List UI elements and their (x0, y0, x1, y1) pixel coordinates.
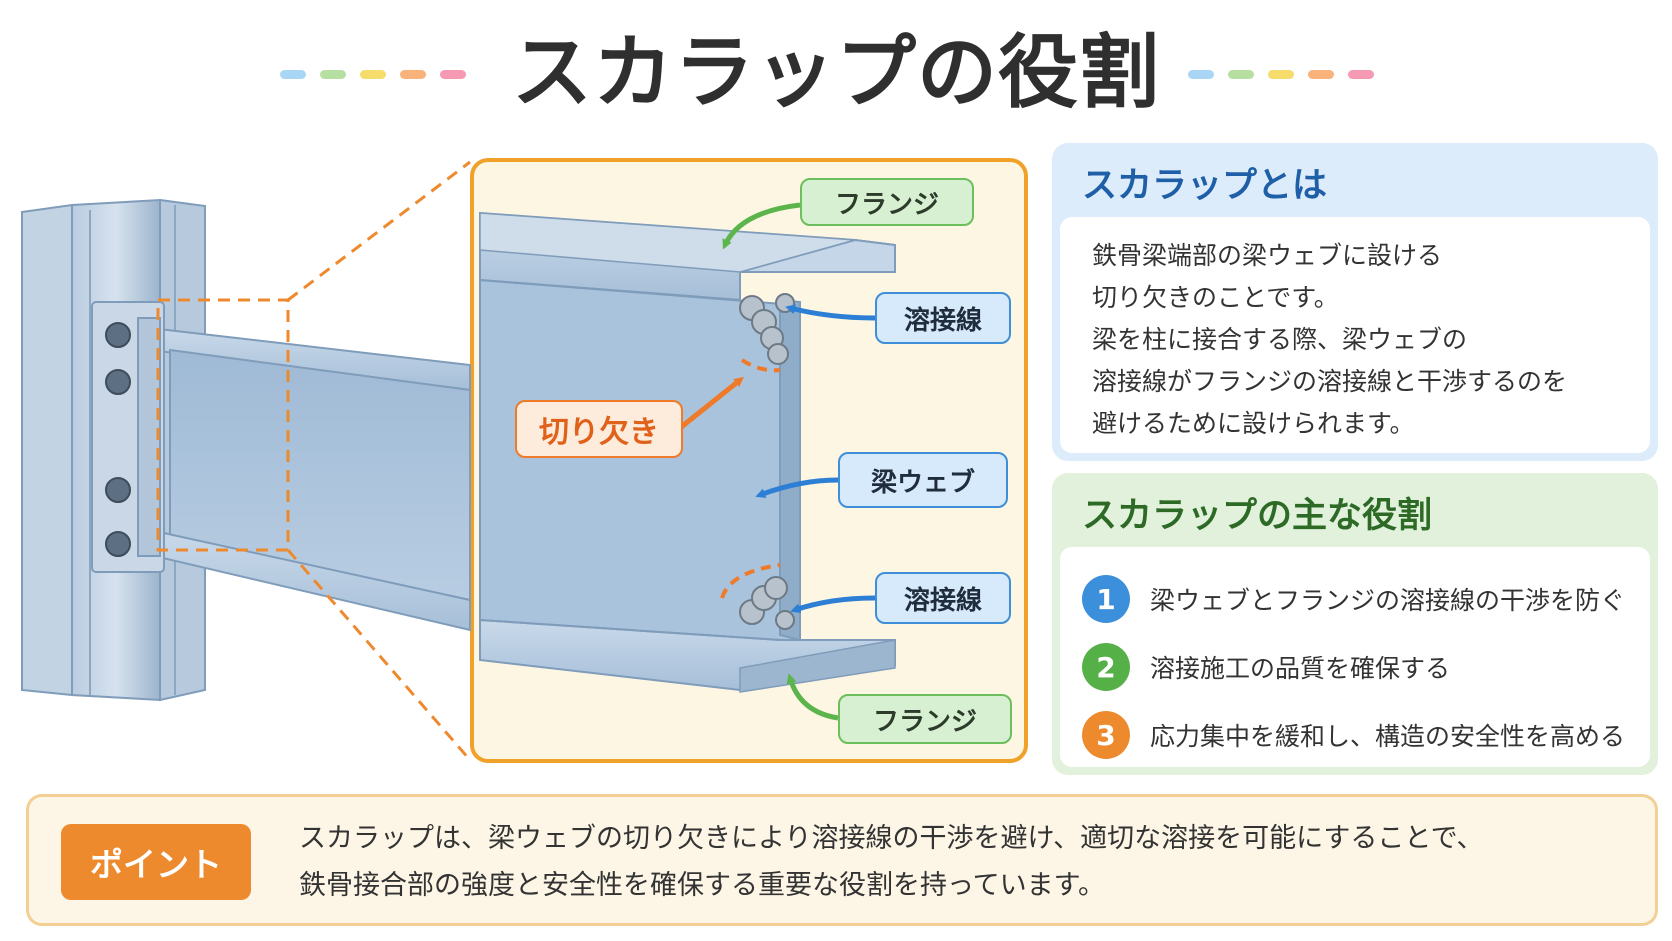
decor-dash (1228, 70, 1254, 79)
zoom-source-box (156, 298, 290, 552)
point-badge: ポイント (61, 824, 251, 900)
role-number-badge: 1 (1082, 575, 1130, 623)
decor-dash (440, 70, 466, 79)
arrow-flange-top (722, 202, 801, 250)
roles-body: 1 梁ウェブとフランジの溶接線の干渉を防ぐ 2 溶接施工の品質を確保する 3 応… (1060, 547, 1650, 767)
title-row: スカラップの役割 (0, 18, 1672, 128)
definition-line: 切り欠きのことです。 (1092, 283, 1339, 312)
end-plate (91, 301, 165, 573)
page-title: スカラップの役割 (512, 26, 1160, 119)
zoomed-beam-end (479, 211, 896, 693)
label-flange-bottom: フランジ (838, 694, 1012, 744)
decor-dash (1348, 70, 1374, 79)
steel-beam (149, 326, 471, 632)
decor-dash (320, 70, 346, 79)
definition-body: 鉄骨梁端部の梁ウェブに設ける 切り欠きのことです。 梁を柱に接合する際、梁ウェブ… (1060, 217, 1650, 453)
bolts (105, 322, 131, 557)
scallop-arc-top (740, 358, 781, 373)
weld-bead-bottom (739, 576, 795, 630)
label-flange-top: フランジ (800, 178, 974, 226)
label-cutout: 切り欠き (515, 400, 683, 458)
definition-line: 梁を柱に接合する際、梁ウェブの (1092, 325, 1468, 354)
role-item: 2 溶接施工の品質を確保する (1082, 633, 1630, 701)
arrow-beam-web (755, 477, 839, 498)
roles-heading: スカラップの主な役割 (1082, 496, 1433, 536)
scallop-arc-bottom (720, 563, 781, 599)
weld-bead-top (739, 293, 795, 365)
role-number-badge: 3 (1082, 711, 1130, 759)
point-line: スカラップは、梁ウェブの切り欠きにより溶接線の干渉を避け、適切な溶接を可能にする… (299, 823, 1484, 854)
label-beam-web: 梁ウェブ (838, 452, 1008, 508)
zoom-line-bottom (286, 549, 472, 761)
arrow-cutout (678, 376, 744, 430)
role-item: 3 応力集中を緩和し、構造の安全性を高める (1082, 701, 1630, 769)
role-text: 梁ウェブとフランジの溶接線の干渉を防ぐ (1150, 586, 1626, 615)
roles-card: スカラップの主な役割 1 梁ウェブとフランジの溶接線の干渉を防ぐ 2 溶接施工の… (1052, 473, 1658, 775)
definition-heading: スカラップとは (1082, 166, 1328, 206)
arrow-flange-bottom (786, 673, 839, 721)
role-text: 溶接施工の品質を確保する (1150, 654, 1451, 683)
decor-dash (1308, 70, 1334, 79)
title-decor-right (1188, 70, 1374, 79)
role-item: 1 梁ウェブとフランジの溶接線の干渉を防ぐ (1082, 565, 1630, 633)
label-weld-bottom: 溶接線 (875, 572, 1011, 624)
point-line: 鉄骨接合部の強度と安全性を確保する重要な役割を持っています。 (299, 870, 1105, 901)
decor-dash (1188, 70, 1214, 79)
decor-dash (360, 70, 386, 79)
title-decor-left (280, 70, 466, 79)
decor-dash (1268, 70, 1294, 79)
point-text: スカラップは、梁ウェブの切り欠きにより溶接線の干渉を避け、適切な溶接を可能にする… (299, 815, 1631, 909)
zoom-line-top (287, 160, 471, 302)
definition-card: スカラップとは 鉄骨梁端部の梁ウェブに設ける 切り欠きのことです。 梁を柱に接合… (1052, 143, 1658, 461)
role-number-badge: 2 (1082, 643, 1130, 691)
label-weld-top: 溶接線 (875, 292, 1011, 344)
role-text: 応力集中を緩和し、構造の安全性を高める (1150, 722, 1626, 751)
decor-dash (400, 70, 426, 79)
definition-line: 溶接線がフランジの溶接線と干渉するのを (1092, 367, 1568, 396)
definition-line: 避けるために設けられます。 (1092, 409, 1415, 438)
definition-line: 鉄骨梁端部の梁ウェブに設ける (1092, 241, 1443, 270)
arrow-weld-top (785, 304, 876, 321)
point-box: ポイント スカラップは、梁ウェブの切り欠きにより溶接線の干渉を避け、適切な溶接を… (26, 794, 1658, 926)
arrow-weld-bottom (790, 595, 876, 614)
decor-dash (280, 70, 306, 79)
